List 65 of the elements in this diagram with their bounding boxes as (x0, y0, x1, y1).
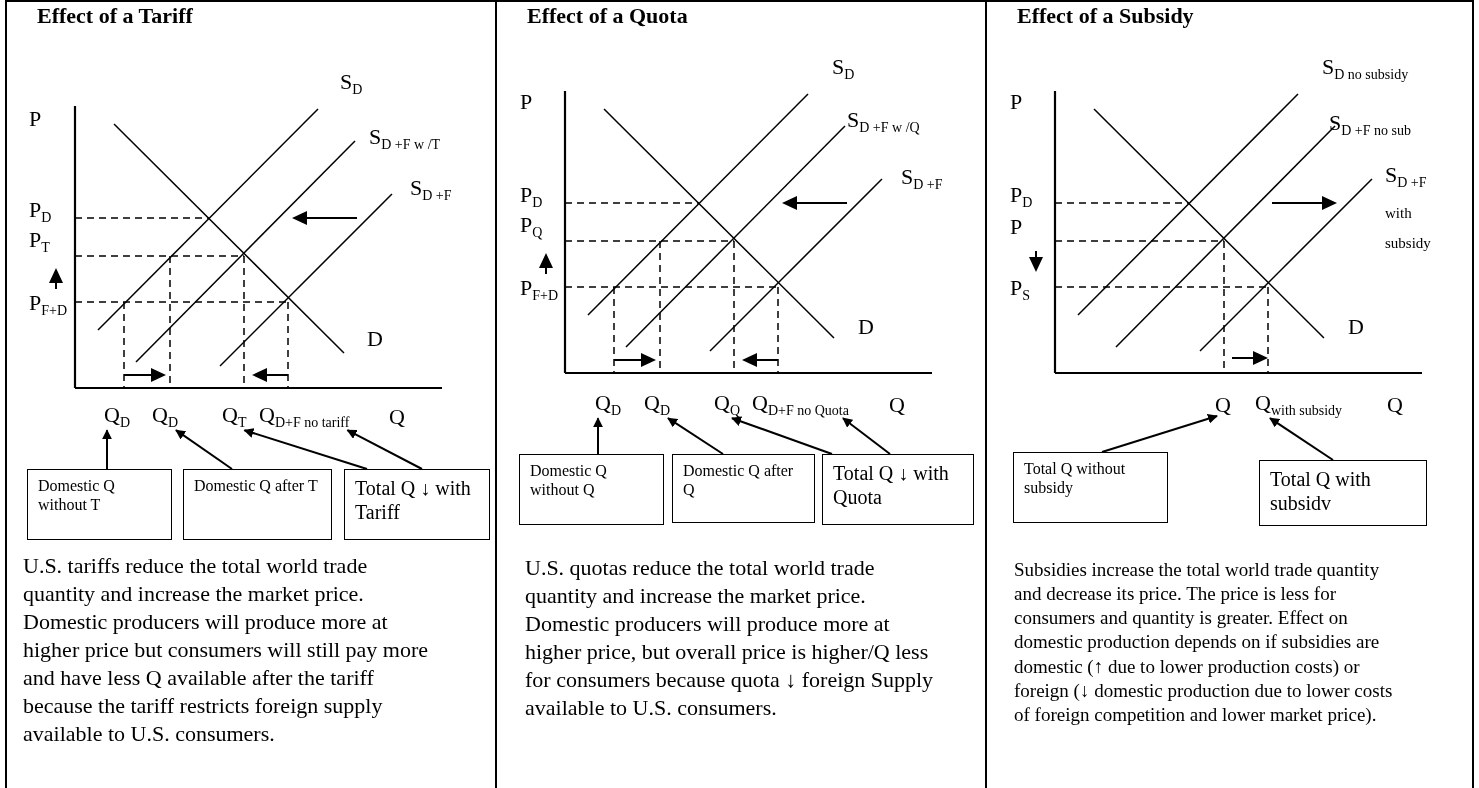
arrow (593, 417, 603, 455)
price-label: P (1010, 216, 1023, 238)
quantity-label: Q$_{D}$ (152, 403, 178, 431)
quantity-label: Q$_{D}$ (104, 403, 130, 431)
curve-label: S$_{D +F}$ (410, 176, 452, 204)
arrow (1269, 417, 1334, 461)
price-label: P$_{S}$ (1010, 276, 1031, 304)
note-box: Total Q with subsidv (1259, 460, 1427, 526)
curve-label: S$_{D no subsidy}$ (1322, 55, 1409, 83)
quantity-label: Q (1215, 394, 1231, 416)
curve-label: with subsidy (1385, 204, 1432, 253)
arrow (731, 416, 833, 455)
quantity-label: Q$_{D+F no tariff}$ (259, 403, 350, 431)
axis-label: P (1010, 91, 1023, 113)
arrow (102, 429, 112, 470)
axis-label: Q (389, 406, 405, 428)
note-box: Domestic Q after Q (672, 454, 815, 523)
axis-label: P (29, 108, 42, 130)
price-label: P$_{D}$ (520, 183, 543, 211)
axis-label: P (520, 91, 533, 113)
note-box: Domestic Q without T (27, 469, 172, 540)
quantity-label: Q$_{D+F no Quota}$ (752, 391, 849, 419)
quantity-label: Q$_{with subsidy}$ (1255, 391, 1343, 419)
arrow (175, 429, 233, 470)
axis-label: Q (889, 394, 905, 416)
panel-heading: Effect of a Tariff (37, 3, 193, 29)
price-label: P$_{F+D}$ (520, 276, 559, 304)
price-label: P$_{T}$ (29, 228, 50, 256)
panel-frame (985, 0, 1474, 788)
curve-label: S$_{D +F w /T}$ (369, 125, 441, 153)
arrow (842, 417, 891, 455)
curve-label: S$_{D +F w /Q}$ (847, 108, 920, 136)
panel-frame (495, 0, 985, 788)
note-box: Domestic Q without Q (519, 454, 664, 525)
curve-label: S$_{D}$ (832, 55, 855, 83)
curve-label: S$_{D +F no sub}$ (1329, 111, 1411, 139)
arrow (667, 417, 724, 455)
price-label: P$_{Q}$ (520, 213, 543, 241)
price-label: P$_{D}$ (1010, 183, 1033, 211)
quantity-label: Q$_{Q}$ (714, 391, 740, 419)
curve-label: S$_{D +F}$ (1385, 163, 1427, 191)
curve-label: D (1348, 316, 1364, 338)
note-box: Total Q ↓ with Quota (822, 454, 974, 525)
panel-heading: Effect of a Quota (527, 3, 688, 29)
curve-label: S$_{D +F}$ (901, 165, 943, 193)
quantity-label: Q$_{D}$ (595, 391, 621, 419)
arrow (346, 429, 423, 470)
panel-description: U.S. quotas reduce the total world trade quantity and increase the market price. Domestic producers will produce more at higher price, but overall price is higher/Q less for consumers because quota ↓ foreign Supply available to U.S. consumers. (525, 554, 935, 722)
note-box: Total Q without subsidy (1013, 452, 1168, 523)
quantity-label: Q$_{D}$ (644, 391, 670, 419)
panel-description: Subsidies increase the total world trade quantity and decrease its price. The price is less for consumers and quantity is greater. Effect on domestic production depends on if subsidies are domestic (↑ due to lower production costs) or foreign (↓ domestic production due to lower costs of foreign competition and lower market price). (1014, 558, 1394, 727)
arrow (243, 428, 368, 470)
axis-label: Q (1387, 394, 1403, 416)
price-label: P$_{F+D}$ (29, 291, 68, 319)
price-label: P$_{D}$ (29, 198, 52, 226)
curve-label: D (367, 328, 383, 350)
curve-label: S$_{D}$ (340, 70, 363, 98)
quantity-label: Q$_{T}$ (222, 403, 247, 431)
panel-description: U.S. tariffs reduce the total world trade quantity and increase the market price. Domestic producers will produce more at higher price but consumers will still pay more and have less Q available after the tariff because the tariff restricts foreign supply available to U.S. consumers. (23, 552, 430, 748)
panel-heading: Effect of a Subsidy (1017, 3, 1194, 29)
arrow (1101, 413, 1218, 453)
curve-label: D (858, 316, 874, 338)
panel-frame (5, 0, 495, 788)
note-box: Domestic Q after T (183, 469, 332, 540)
note-box: Total Q ↓ with Tariff (344, 469, 490, 540)
